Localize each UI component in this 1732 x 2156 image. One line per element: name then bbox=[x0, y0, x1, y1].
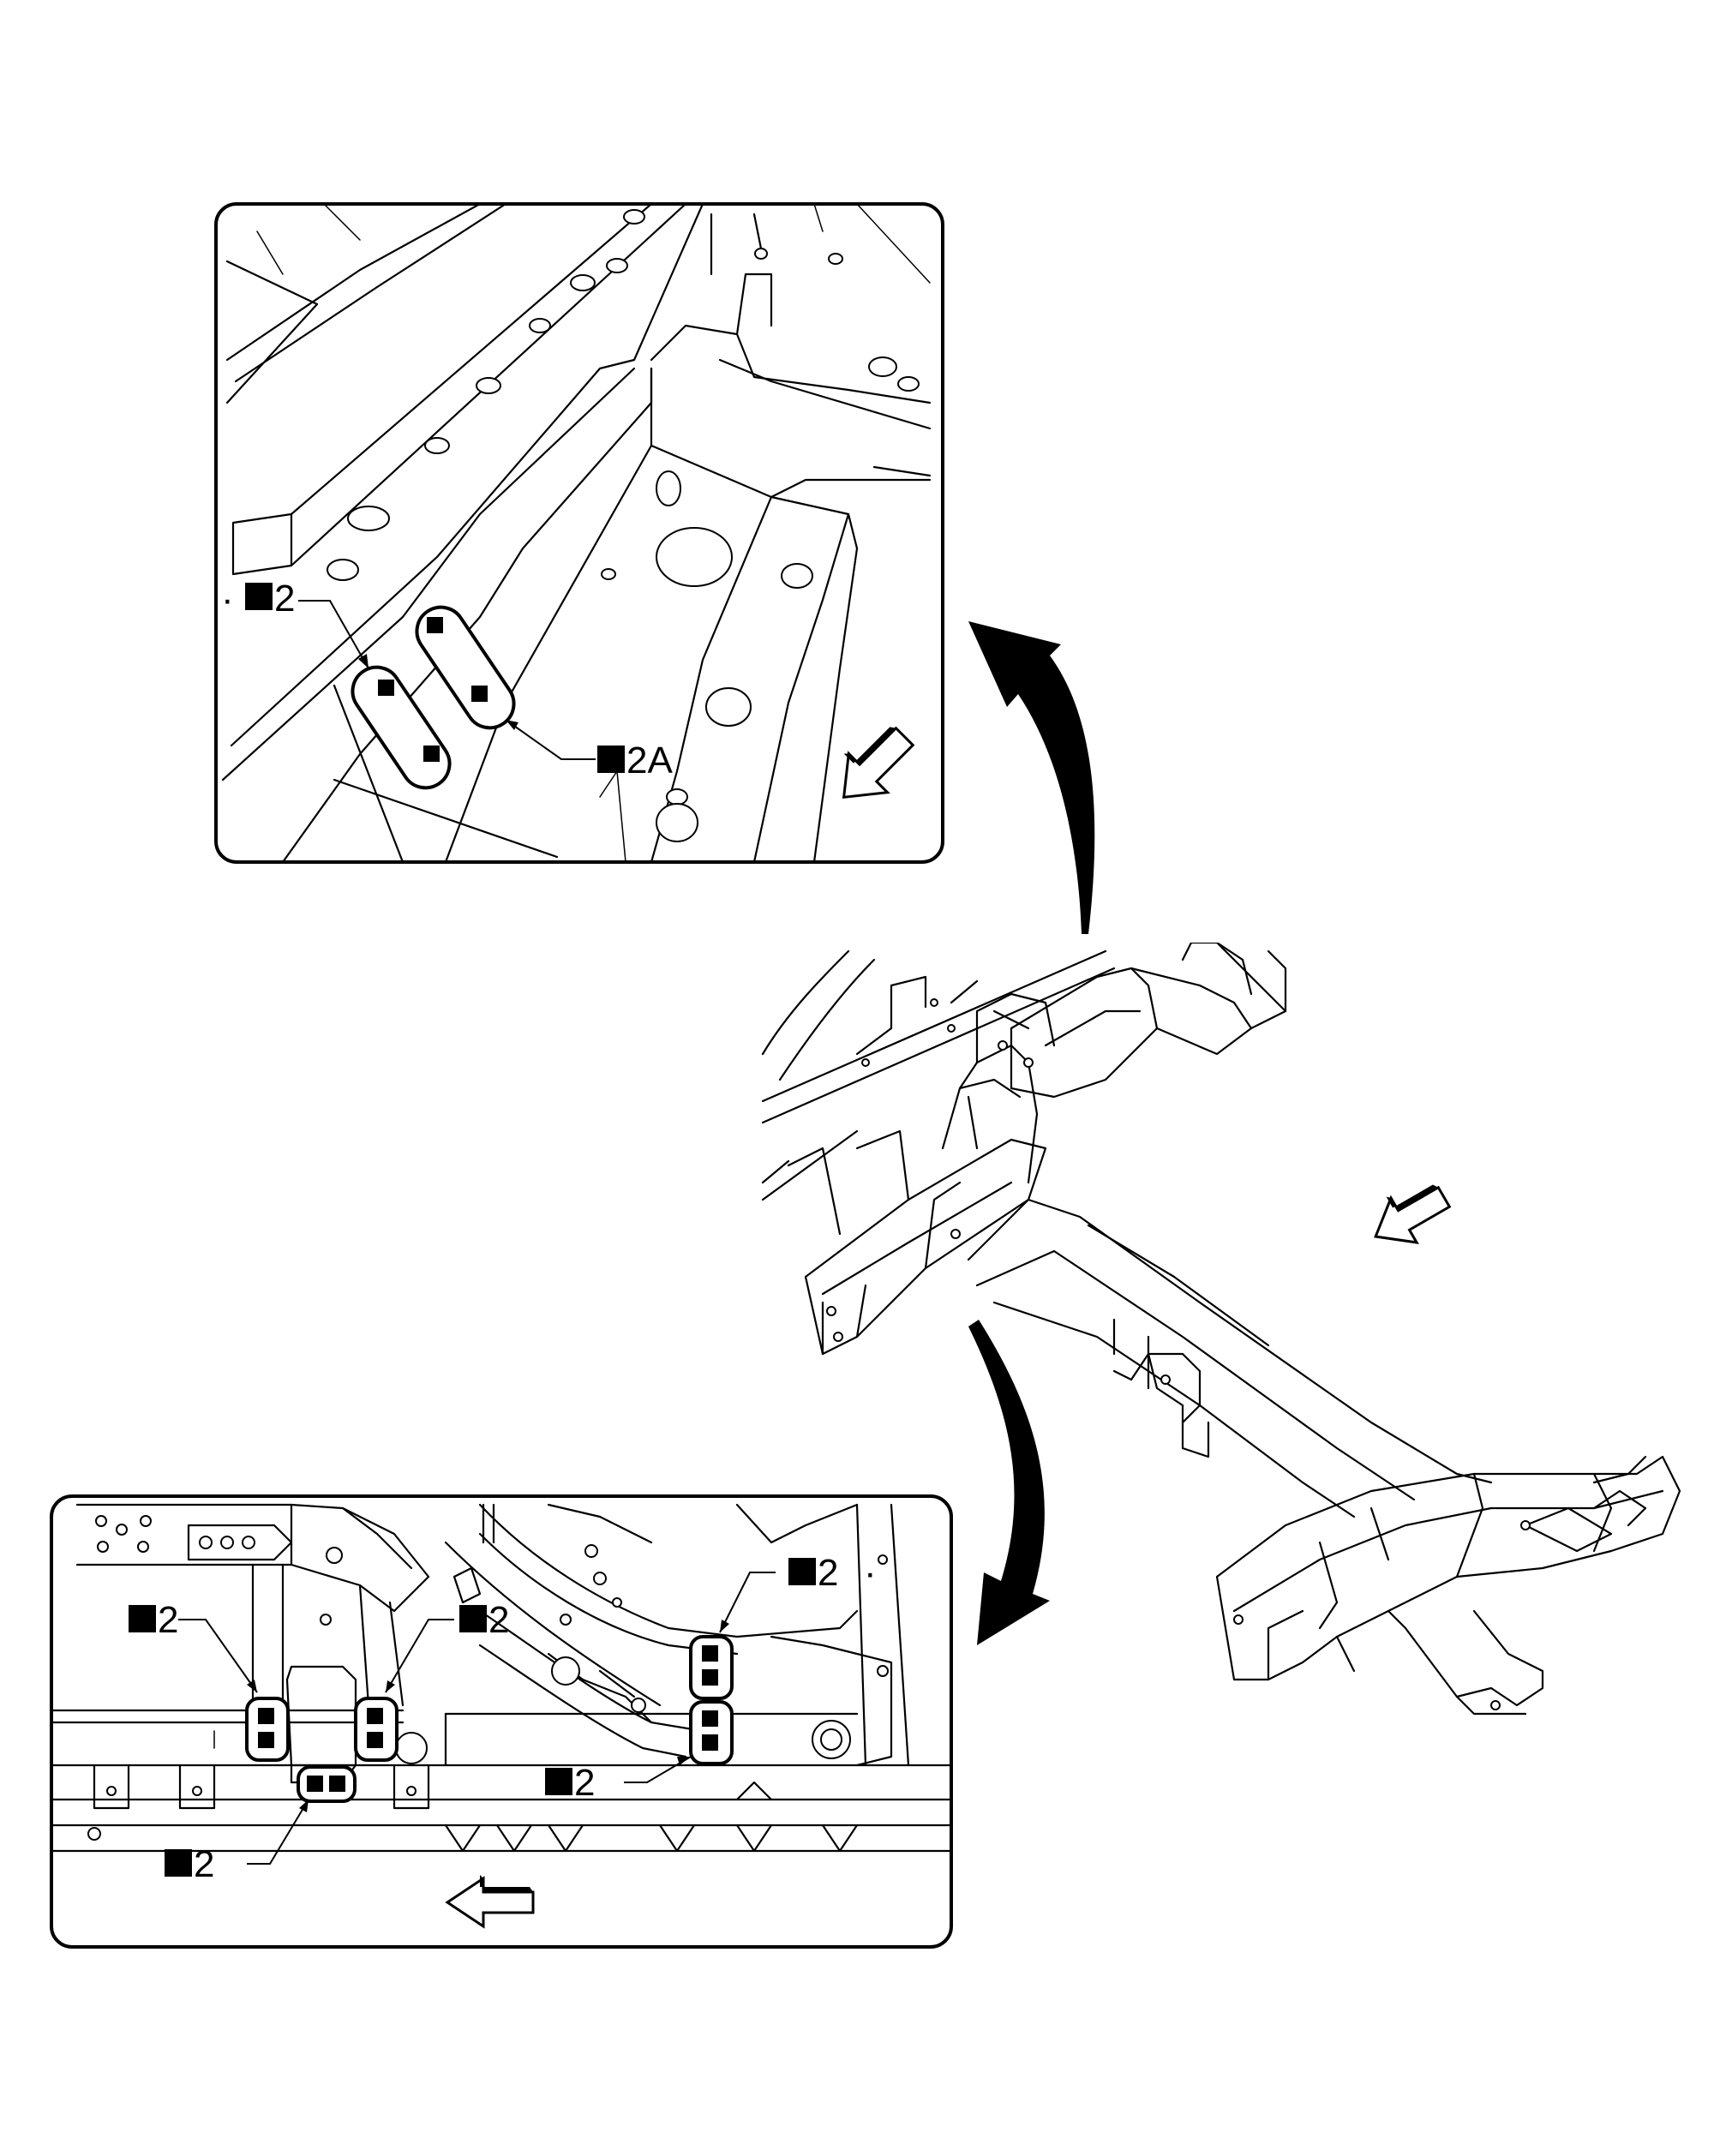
callout-label: 2 bbox=[274, 578, 295, 620]
weld-spot bbox=[702, 1669, 718, 1686]
filled-square-icon bbox=[788, 1558, 816, 1585]
bottom-weld-group-right-low bbox=[689, 1700, 734, 1765]
callout-label: 2 bbox=[194, 1843, 214, 1885]
top-detail-inset: · 2 2A bbox=[214, 202, 944, 864]
callout-label: 2 bbox=[574, 1762, 595, 1804]
hollow-arrow-icon bbox=[842, 726, 915, 800]
weld-spot bbox=[702, 1645, 718, 1662]
top-weld-group-2 bbox=[351, 665, 452, 790]
weld-spot bbox=[367, 1732, 383, 1748]
filled-square-icon bbox=[165, 1849, 192, 1877]
bottom-weld-group-bottom bbox=[297, 1765, 357, 1803]
weld-spot bbox=[427, 617, 443, 633]
curved-arrow-icon bbox=[968, 621, 1095, 934]
hollow-arrow-icon bbox=[445, 1875, 535, 1929]
callout-label: 2 bbox=[818, 1552, 838, 1594]
filled-square-icon bbox=[545, 1768, 572, 1795]
svg-text:·: · bbox=[221, 578, 234, 620]
filled-square-icon bbox=[245, 583, 273, 610]
bottom-weld-group-mid bbox=[354, 1697, 399, 1762]
top-weld-group-2a bbox=[415, 605, 516, 730]
weld-spot bbox=[471, 686, 488, 702]
weld-spot bbox=[258, 1732, 274, 1748]
weld-spot bbox=[423, 746, 440, 762]
bottom-weld-group-right-top bbox=[689, 1635, 734, 1700]
weld-spot bbox=[378, 680, 394, 696]
top-inset-drawing bbox=[221, 204, 932, 862]
filled-square-icon bbox=[597, 746, 625, 773]
curved-arrow-icon bbox=[968, 1320, 1050, 1645]
callout-label: 2 bbox=[158, 1599, 178, 1641]
callout-label: 2 bbox=[488, 1599, 509, 1641]
weld-spot bbox=[702, 1710, 718, 1727]
weld-spot bbox=[307, 1776, 323, 1792]
bottom-weld-group-left bbox=[245, 1697, 290, 1762]
weld-spot bbox=[329, 1776, 345, 1792]
hollow-arrow-icon bbox=[1374, 1184, 1452, 1244]
filled-square-icon bbox=[459, 1605, 487, 1632]
svg-text:·: · bbox=[864, 1552, 877, 1594]
weld-spot bbox=[367, 1708, 383, 1724]
callout-label: 2A bbox=[626, 740, 673, 782]
main-frame-view bbox=[761, 943, 1681, 1716]
weld-spot bbox=[702, 1734, 718, 1751]
filled-square-icon bbox=[129, 1605, 156, 1632]
bottom-detail-inset: 2 2 2 · 2 2 bbox=[50, 1494, 953, 1949]
weld-spot bbox=[258, 1708, 274, 1724]
